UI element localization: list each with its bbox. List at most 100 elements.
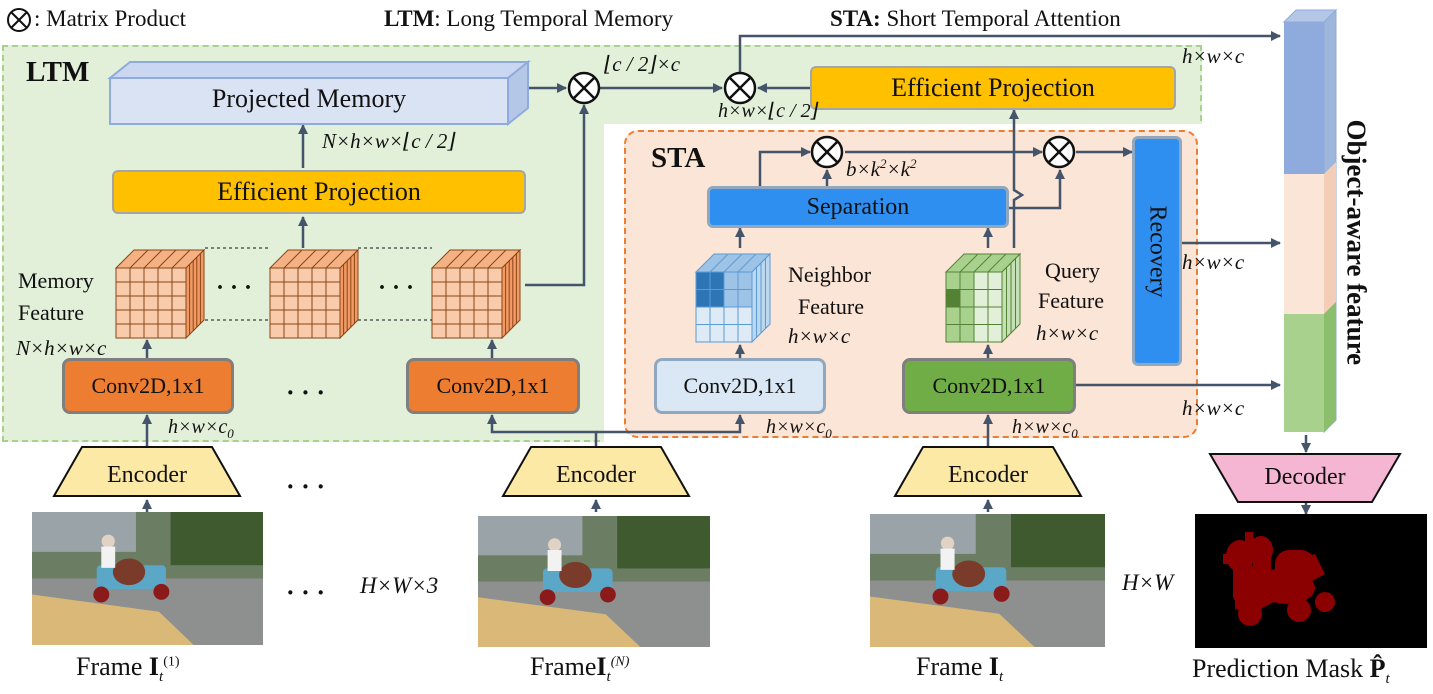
dim-sta-conv-query-sub: 0	[1071, 426, 1078, 441]
frame-image-first	[32, 512, 263, 645]
dim-projected-memory: N×h×w×⌊c / 2⌋	[322, 129, 456, 153]
memory-feature-label-1: Memory	[18, 268, 94, 293]
dim-sta-conv-neighbor: h×w×c0	[766, 416, 832, 442]
matrix-product-icon-ltm	[567, 71, 601, 105]
encoder-right: Encoder	[948, 462, 1028, 488]
query-feature-label-2: Feature	[1038, 288, 1104, 313]
arrow-cube-product	[525, 104, 589, 287]
matrix-product-icon-merge	[723, 71, 757, 105]
dim-sep-sup1: 2	[880, 156, 887, 171]
dim-sta-conv-query: h×w×c0	[1012, 416, 1078, 442]
dim-sta-conv-neighbor-main: h×w×c	[766, 416, 826, 438]
legend-sta: STA: Short Temporal Attention	[830, 6, 1121, 32]
decoder-shape	[1208, 453, 1402, 503]
sta-title: STA	[651, 142, 706, 174]
projected-memory-box	[107, 59, 531, 127]
frame-first-prefix: Frame	[76, 652, 149, 681]
decoder-label: Decoder	[1264, 464, 1346, 490]
dim-mask: H×W	[1122, 570, 1174, 595]
frame-nth-sup: (N)	[610, 654, 630, 670]
arrow-product2-output	[738, 31, 1281, 72]
dim-output-bottom: h×w×c	[1182, 396, 1245, 420]
memory-ellipsis-2: · · ·	[378, 275, 415, 301]
feature-segment-sta	[1284, 174, 1324, 314]
dim-sta-top: h×w×⌊c / 2⌋	[718, 100, 819, 122]
matrix-product-icon-sta-1	[810, 135, 844, 169]
dim-ltm-conv-main: h×w×c	[168, 416, 228, 438]
conv-ellipsis: · · ·	[286, 378, 326, 407]
ltm-conv-right: Conv2D,1x1	[406, 358, 580, 414]
frame-image-nth	[478, 516, 710, 647]
neighbor-feature-label-2: Feature	[798, 294, 864, 319]
encoder-shape-left	[52, 446, 242, 497]
dim-frame: H×W×3	[360, 573, 439, 598]
dim-sta-conv-neighbor-sub: 0	[825, 426, 832, 441]
frame-nth-sym: I	[596, 652, 607, 681]
recovery-box: Recovery	[1132, 136, 1182, 366]
legend-sta-desc: Short Temporal Attention	[880, 6, 1121, 31]
dim-sta-conv-query-main: h×w×c	[1012, 416, 1072, 438]
frame-nth-sub: t	[606, 669, 611, 686]
dim-output-mid: h×w×c	[1182, 250, 1245, 274]
recovery-label: Recovery	[1144, 205, 1171, 297]
encoder-shape-right	[893, 446, 1083, 497]
frame-current-label: Frame It	[916, 652, 1003, 686]
frame-current-sub: t	[999, 669, 1004, 686]
arrow-encoderN-conv	[487, 414, 598, 447]
encoder-ellipsis: · · ·	[286, 472, 326, 501]
frame-image-current	[870, 514, 1105, 647]
object-aware-feature-label: Object-aware feature	[1341, 119, 1372, 366]
prediction-mask-sub: t	[1385, 671, 1390, 688]
dim-ltm-conv-sub: 0	[227, 426, 234, 441]
legend-ltm-key: LTM	[384, 6, 435, 31]
dim-sep-b: b×k	[846, 157, 880, 181]
projected-memory-label: Projected Memory	[211, 84, 407, 113]
legend-matrix-product: : Matrix Product	[34, 6, 187, 31]
mask-object-shape	[1223, 532, 1335, 626]
neighbor-feature-cube	[694, 252, 772, 344]
ltm-title: LTM	[26, 56, 90, 88]
ltm-efficient-projection: Efficient Projection	[112, 170, 526, 214]
dim-ltm-product: ⌊c / 2⌋×c	[604, 52, 681, 76]
encoder-middle: Encoder	[556, 462, 636, 488]
prediction-mask-label: Prediction Mask P̂t	[1192, 654, 1390, 688]
memory-cube-grid	[114, 248, 522, 340]
legend-ltm: LTM: Long Temporal Memory	[384, 6, 673, 32]
frame-current-sym: I	[988, 652, 1000, 681]
matrix-product-legend-icon	[7, 8, 31, 32]
memory-cube-connectors	[205, 247, 432, 321]
sta-conv-query: Conv2D,1x1	[902, 358, 1076, 414]
frame-nth-label: FrameIt(N)	[530, 652, 629, 686]
frame-first-sup: (1)	[163, 654, 180, 670]
dim-query: h×w×c	[1036, 321, 1099, 345]
memory-feature-label-2: Feature	[18, 300, 84, 325]
prediction-mask-text: Prediction Mask	[1192, 654, 1370, 683]
frame-first-sub: t	[159, 669, 164, 686]
encoder-shape-middle	[501, 446, 691, 497]
dim-separation: b×k2×k2	[846, 156, 917, 182]
dim-sep-mid: ×k	[886, 157, 911, 181]
feature-segment-ltm	[1284, 22, 1324, 174]
dim-ltm-conv: h×w×c0	[168, 416, 234, 442]
separation-box: Separation	[707, 186, 1009, 228]
dim-neighbor: h×w×c	[788, 324, 851, 348]
frame-current-prefix: Frame	[916, 652, 989, 681]
matrix-product-icon-sta-2	[1042, 135, 1076, 169]
frame-first-sym: I	[148, 652, 160, 681]
frame-nth-prefix: Frame	[530, 652, 597, 681]
sta-efficient-projection: Efficient Projection	[810, 66, 1176, 110]
sta-conv-neighbor: Conv2D,1x1	[654, 358, 826, 414]
dim-sep-sup2: 2	[910, 156, 917, 171]
dim-memory-feature: N×h×w×c	[16, 336, 107, 360]
ltm-conv-left: Conv2D,1x1	[62, 358, 234, 414]
encoder-left: Encoder	[107, 462, 187, 488]
query-feature-cube	[944, 252, 1022, 344]
prediction-mask-sym: P̂	[1369, 654, 1386, 683]
feature-segment-query	[1284, 314, 1324, 432]
legend-sta-key: STA:	[830, 6, 881, 31]
object-aware-feature-column	[1282, 8, 1338, 434]
legend-ltm-desc: : Long Temporal Memory	[434, 6, 674, 31]
arrow-query-projection	[1009, 109, 1025, 248]
